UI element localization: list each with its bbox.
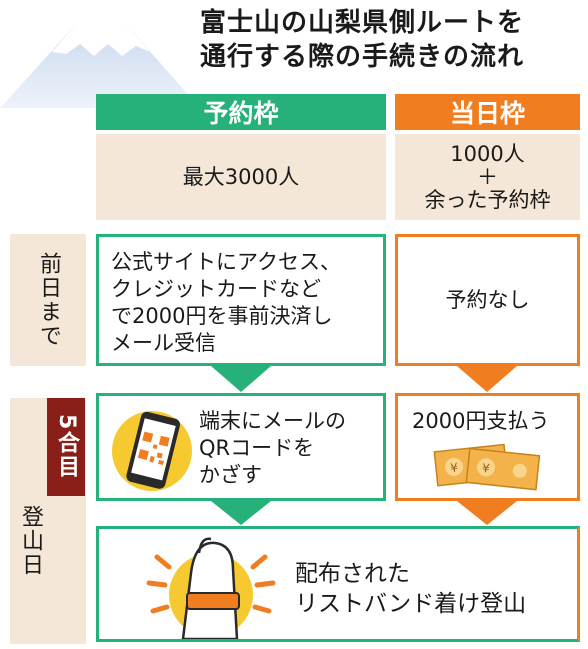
svg-text:¥: ¥ [450, 460, 459, 475]
reserved-prior-line-2: クレジットカードなど [111, 277, 321, 301]
same-day-station-text: 2000円支払う [412, 409, 550, 433]
reserved-prior-line-3: で2000円を事前決済し [111, 304, 333, 328]
yen-banknote-icon: ¥ ¥ [433, 443, 541, 491]
same-day-capacity-line-2: ＋ [477, 165, 498, 189]
reserved-column-header: 予約枠 [96, 94, 386, 130]
same-day-prior-step: 予約なし [395, 234, 580, 366]
station-badge-text: 5合目 [54, 414, 79, 480]
row-label-day-before-text: 前日まで [36, 252, 61, 348]
same-day-capacity-line-1: 1000人 [450, 142, 525, 166]
row-label-climb-day-text: 登山日 [18, 505, 43, 577]
reserved-station-line-3: かざす [199, 463, 262, 487]
title-line-1: 富士山の山梨県側ルートを [200, 8, 525, 38]
station-badge: 5合目 [47, 398, 85, 496]
wristband-icon [146, 537, 276, 639]
reserved-station-line-1: 端末にメールの [199, 409, 346, 433]
reserved-capacity-text: 最大3000人 [182, 165, 300, 189]
diagram-title: 富士山の山梨県側ルートを 通行する際の手続きの流れ [200, 6, 580, 74]
reserved-down-arrow-1 [211, 366, 271, 392]
mount-fuji-icon [0, 22, 200, 108]
reserved-capacity: 最大3000人 [96, 134, 386, 220]
reserved-station-text: 端末にメールの QRコードを かざす [199, 408, 346, 489]
reserved-prior-line-4: メール受信 [111, 331, 216, 355]
title-line-2: 通行する際の手続きの流れ [200, 42, 525, 72]
same-day-prior-text: 予約なし [445, 287, 530, 312]
same-day-column-header: 当日枠 [395, 94, 580, 130]
row-label-day-before: 前日まで [10, 234, 86, 366]
reserved-station-line-2: QRコードを [199, 436, 315, 460]
reserved-prior-step: 公式サイトにアクセス、 クレジットカードなど で2000円を事前決済し メール受… [96, 234, 386, 366]
smartphone-qr-icon [112, 411, 192, 491]
final-step-line-1: 配布された [295, 561, 410, 587]
same-day-capacity-line-3: 余った予約枠 [424, 188, 551, 212]
same-day-capacity: 1000人 ＋ 余った予約枠 [395, 134, 580, 220]
svg-text:¥: ¥ [481, 461, 490, 476]
same-day-down-arrow-2 [457, 501, 517, 525]
final-step-line-2: リストバンド着け登山 [295, 591, 527, 617]
final-step: 配布された リストバンド着け登山 [96, 526, 580, 642]
final-step-text: 配布された リストバンド着け登山 [295, 559, 526, 619]
reserved-prior-line-1: 公式サイトにアクセス、 [111, 250, 341, 274]
same-day-down-arrow-1 [457, 366, 517, 392]
same-day-station-step: 2000円支払う ¥ ¥ [395, 393, 580, 501]
reserved-down-arrow-2 [211, 501, 271, 525]
reserved-station-step: 端末にメールの QRコードを かざす [96, 393, 386, 501]
